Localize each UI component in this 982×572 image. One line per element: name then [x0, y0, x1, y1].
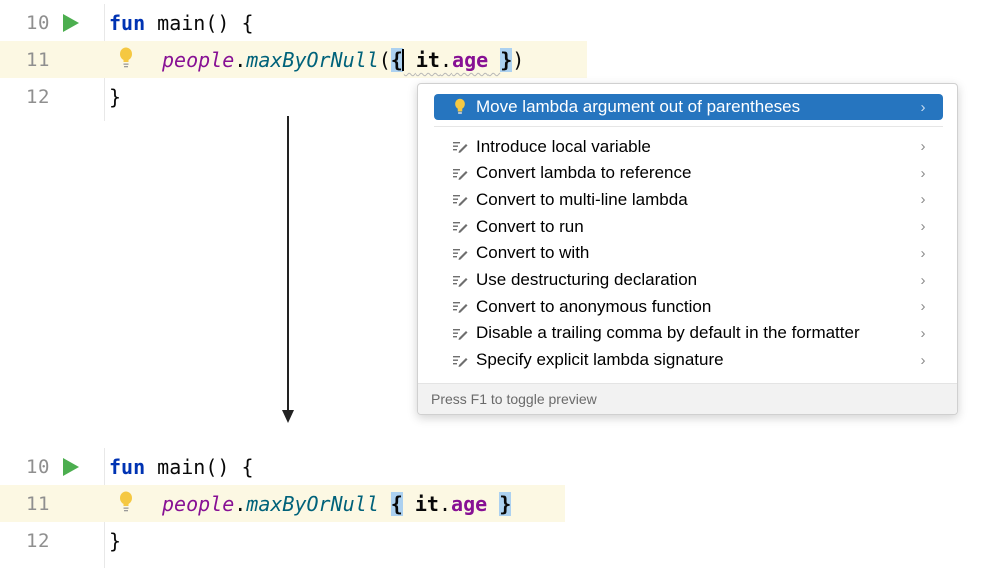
popup-item-label: Use destructuring declaration — [476, 270, 698, 289]
code-line[interactable]: 12 } — [0, 522, 600, 559]
popup-item[interactable]: Convert to anonymous function › — [434, 294, 943, 319]
run-icon[interactable] — [63, 458, 79, 476]
line-number: 11 — [26, 49, 50, 71]
code-text: fun main() { — [109, 455, 254, 479]
intention-pencil-icon — [448, 140, 472, 153]
chevron-right-icon: › — [920, 138, 926, 155]
text-caret — [401, 49, 404, 71]
arrow-down-icon — [282, 410, 294, 423]
intention-pencil-icon — [448, 167, 472, 180]
code-text: } — [109, 85, 122, 109]
popup-item-label: Convert lambda to reference — [476, 163, 692, 183]
code-line[interactable]: 10 fun main() { — [0, 4, 600, 41]
lightbulb-icon — [448, 98, 472, 116]
chevron-right-icon: › — [920, 218, 926, 236]
line-number: 12 — [26, 530, 50, 552]
popup-item-label: Introduce local variable — [476, 136, 651, 156]
intention-pencil-icon — [448, 247, 472, 260]
editor-before: 10 fun main() { 11 people.maxByOrNull({ … — [0, 4, 600, 121]
line-number: 11 — [26, 493, 50, 515]
popup-item[interactable]: Use destructuring declaration › — [434, 268, 943, 293]
line-number: 12 — [26, 86, 50, 108]
transform-arrow-shaft — [287, 116, 289, 412]
matched-brace-close: } — [499, 492, 512, 516]
popup-item[interactable]: Convert to with › — [434, 241, 943, 266]
chevron-right-icon: › — [920, 191, 926, 209]
popup-item-move-lambda[interactable]: Move lambda argument out of parentheses … — [434, 94, 943, 120]
intention-pencil-icon — [448, 327, 472, 340]
lightbulb-icon[interactable] — [118, 490, 134, 514]
chevron-right-icon: › — [920, 298, 926, 316]
run-icon[interactable] — [63, 14, 79, 32]
chevron-right-icon: › — [920, 244, 926, 262]
popup-item-label: Convert to run — [476, 216, 584, 236]
matched-brace-close: } — [500, 48, 513, 72]
code-line[interactable]: 12 } — [0, 78, 600, 115]
chevron-right-icon: › — [920, 164, 926, 182]
popup-item[interactable]: Convert to multi-line lambda › — [434, 187, 943, 212]
popup-item-label: Disable a trailing comma by default in t… — [476, 323, 860, 343]
popup-item-label: Convert to multi-line lambda — [476, 189, 688, 209]
popup-footer: Press F1 to toggle preview — [418, 383, 957, 414]
matched-brace-open: { — [390, 492, 403, 516]
intention-pencil-icon — [448, 220, 472, 234]
chevron-right-icon: › — [920, 271, 926, 289]
popup-divider — [434, 126, 943, 127]
intention-pencil-icon — [448, 300, 472, 314]
code-text: fun main() { — [109, 11, 254, 35]
popup-item-label: Convert to anonymous function — [476, 296, 712, 316]
popup-item[interactable]: Convert to run › — [434, 214, 943, 239]
intention-actions-popup: Move lambda argument out of parentheses … — [417, 83, 958, 415]
code-text: people.maxByOrNull({ it.age }) — [162, 48, 525, 72]
chevron-right-icon: › — [920, 351, 926, 369]
intention-pencil-icon — [448, 354, 472, 367]
chevron-right-icon: › — [920, 324, 926, 342]
code-line-current[interactable]: 11 people.maxByOrNull({ it.age }) — [0, 41, 587, 78]
popup-item[interactable]: Disable a trailing comma by default in t… — [434, 321, 943, 346]
intention-pencil-icon — [448, 274, 472, 287]
chevron-right-icon: › — [920, 98, 926, 116]
code-text: people.maxByOrNull { it.age } — [162, 492, 512, 516]
popup-item[interactable]: Convert lambda to reference › — [434, 161, 943, 186]
popup-item-label: Move lambda argument out of parentheses — [476, 97, 801, 116]
code-line-current[interactable]: 11 people.maxByOrNull { it.age } — [0, 485, 565, 522]
warning-squiggle: it.age — [415, 48, 489, 72]
line-number: 10 — [26, 12, 50, 34]
popup-item-label: Convert to with — [476, 243, 590, 263]
code-text: } — [109, 529, 122, 553]
editor-after: 10 fun main() { 11 people.maxByOrNull { … — [0, 448, 600, 568]
popup-item[interactable]: Specify explicit lambda signature › — [434, 348, 943, 373]
intention-pencil-icon — [448, 193, 472, 207]
matched-brace-open: { — [390, 48, 403, 72]
lightbulb-icon[interactable] — [118, 46, 134, 70]
code-line[interactable]: 10 fun main() { — [0, 448, 600, 485]
line-number: 10 — [26, 456, 50, 478]
popup-item-label: Specify explicit lambda signature — [476, 350, 724, 370]
popup-item[interactable]: Introduce local variable › — [434, 134, 943, 159]
